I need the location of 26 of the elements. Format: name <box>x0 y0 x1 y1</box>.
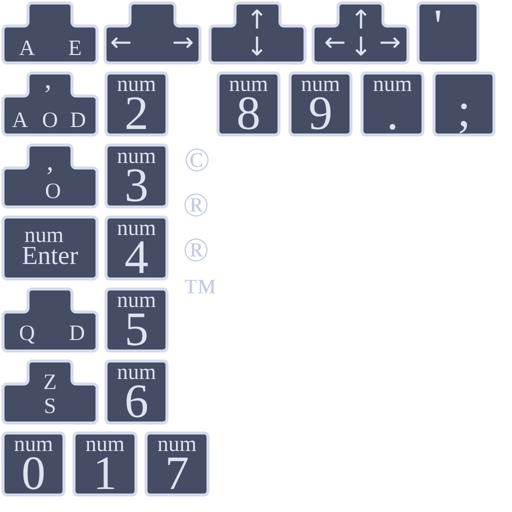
key: , A O D <box>2 72 98 136</box>
key: num 5 <box>104 288 168 352</box>
key: ' <box>416 2 480 64</box>
key: ; <box>432 72 496 136</box>
key: num 9 <box>288 72 352 136</box>
key: Q D <box>2 288 98 352</box>
symbol: ™ <box>184 280 216 294</box>
key: num 4 <box>104 216 168 280</box>
symbol: © <box>186 148 208 172</box>
key: num 8 <box>216 72 280 136</box>
key: num 3 <box>104 144 168 208</box>
key: num 1 <box>72 432 138 496</box>
key: ← → <box>104 2 202 64</box>
key: ↑ ← ↓ → <box>312 2 410 64</box>
symbol: ® <box>184 238 208 262</box>
key: A E <box>2 2 98 64</box>
key: ↑ ↓ <box>208 2 306 64</box>
key: num 6 <box>104 360 168 424</box>
key: num 2 <box>104 72 168 136</box>
key: num 7 <box>144 432 210 496</box>
key: num 0 <box>2 432 66 496</box>
key: num . <box>360 72 424 136</box>
key: num Enter <box>2 216 98 280</box>
key: , O <box>2 144 98 208</box>
symbol: ® <box>184 194 208 216</box>
key: Z S <box>2 360 98 424</box>
